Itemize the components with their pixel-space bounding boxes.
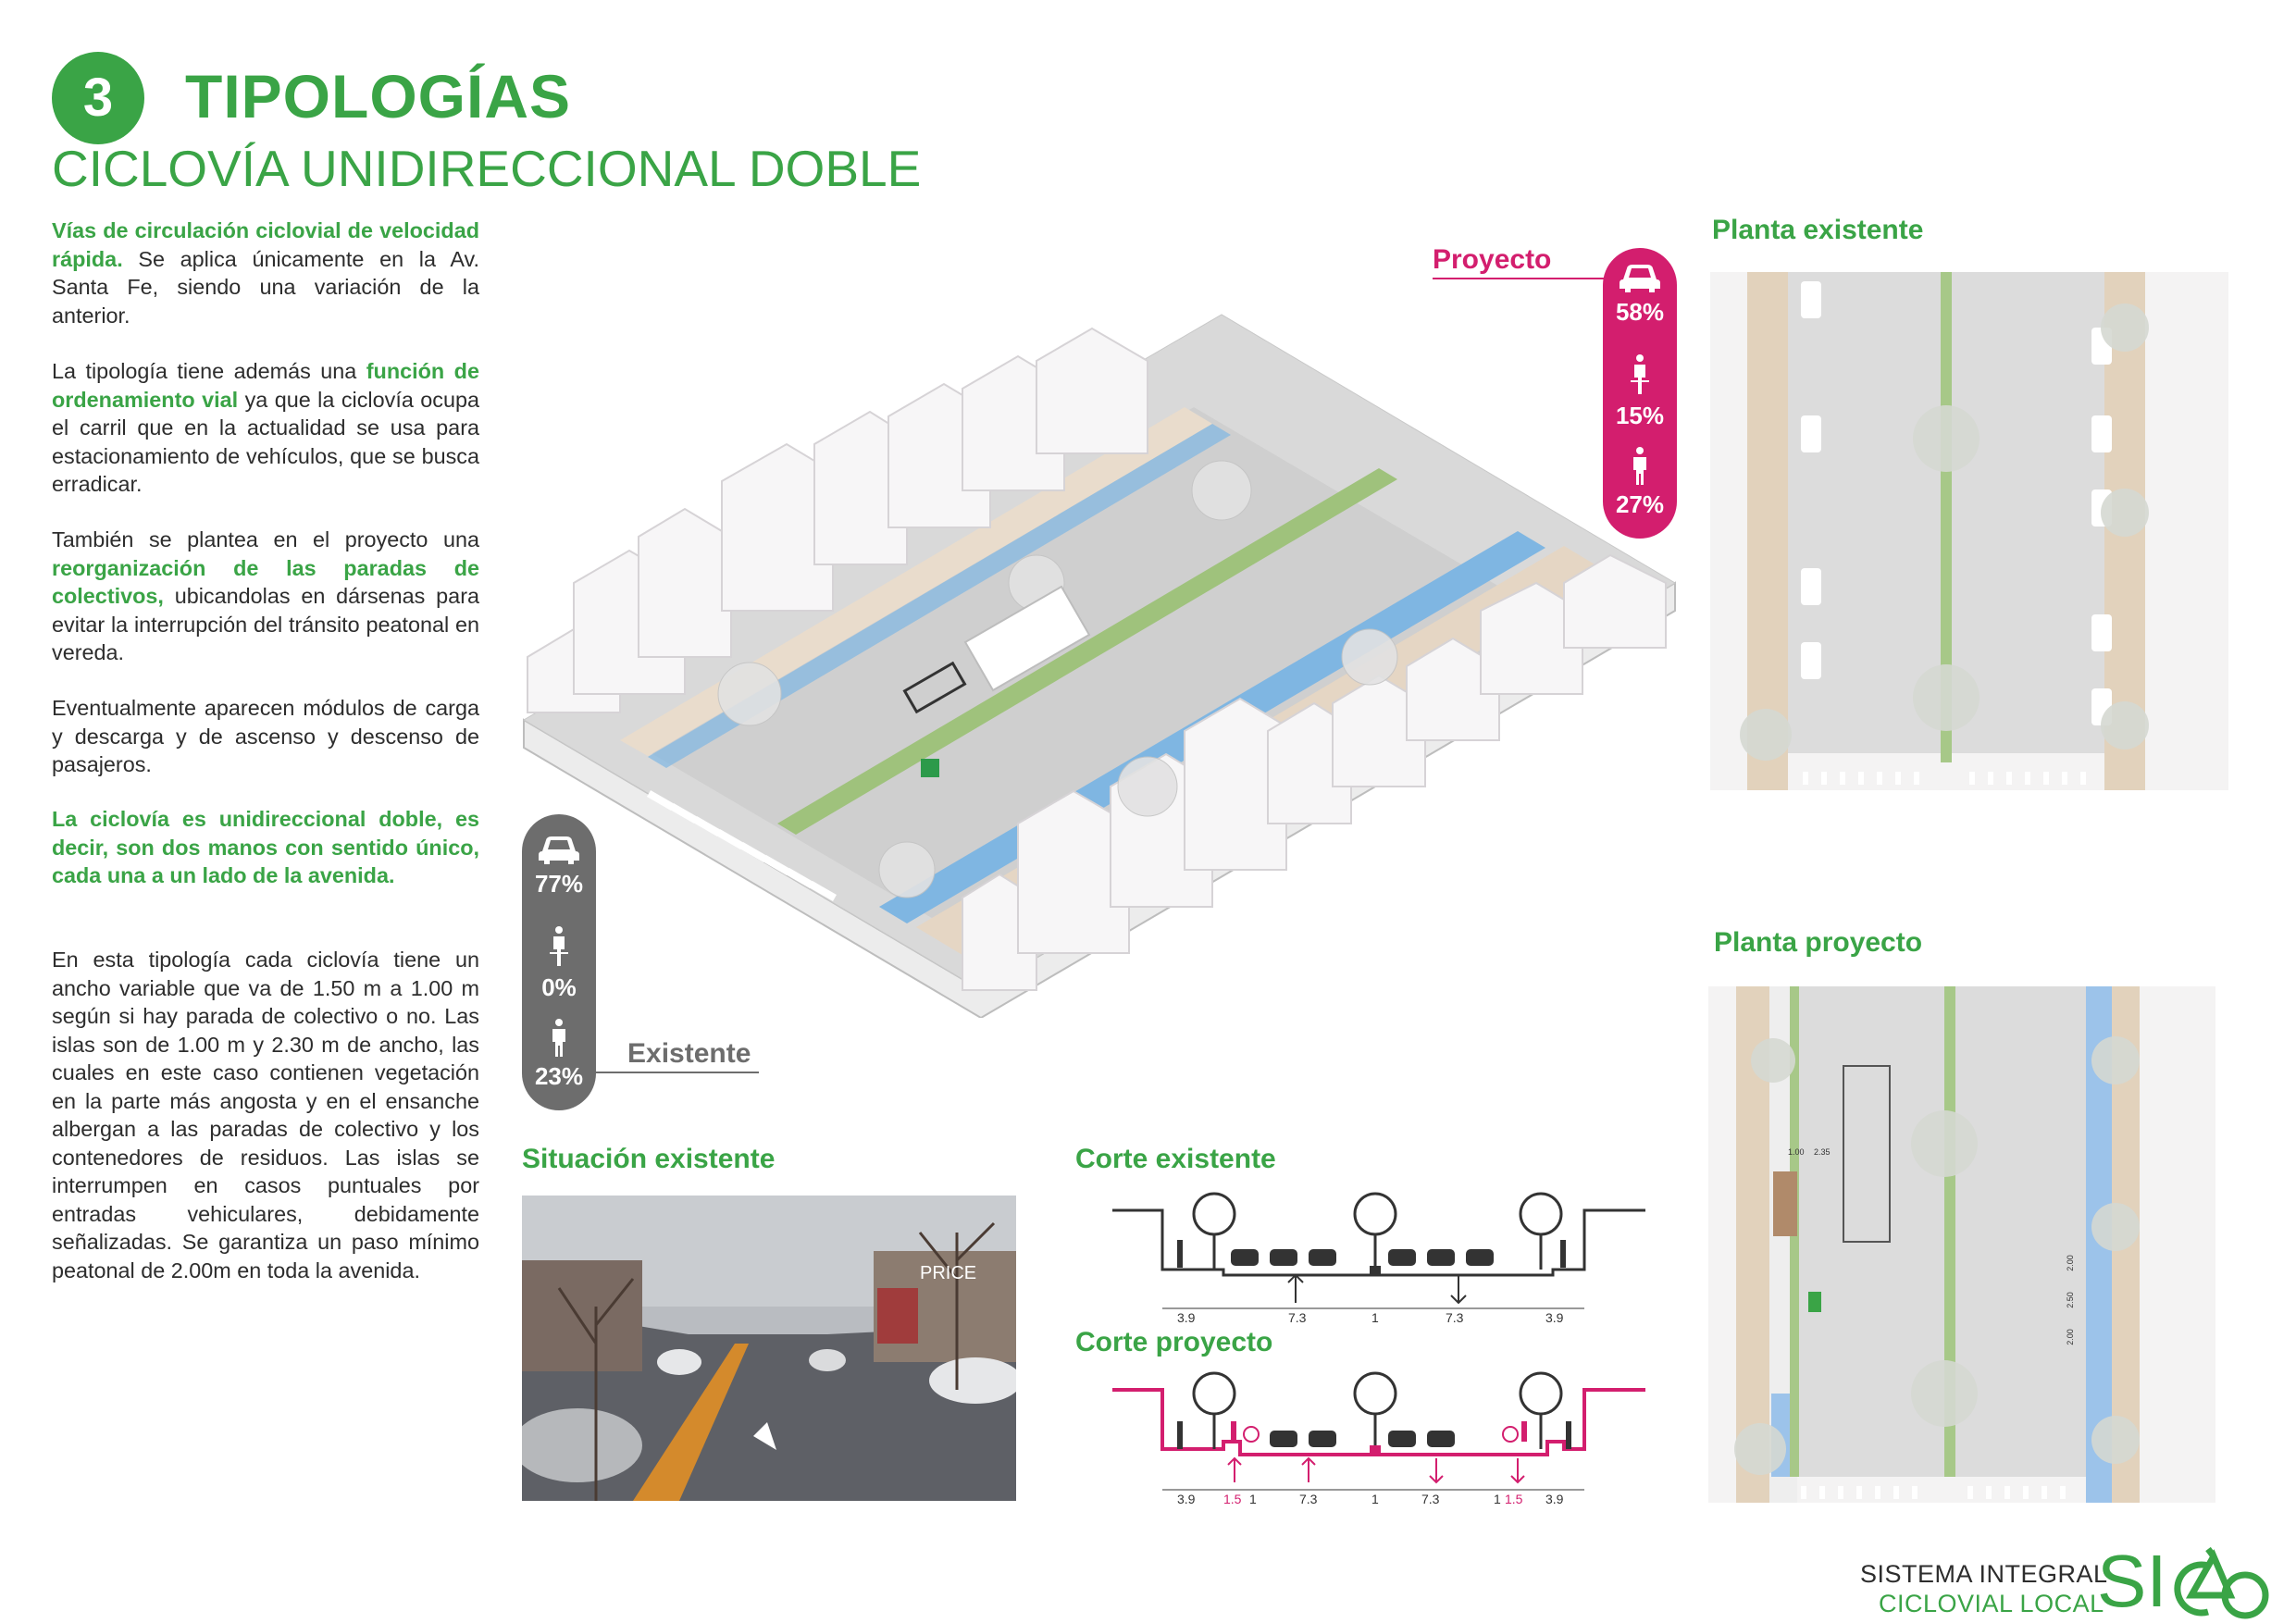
car-icon — [539, 836, 579, 864]
footer-line-2: CICLOVIAL LOCAL — [1879, 1590, 2104, 1617]
street-photo: PRICE — [522, 1196, 1016, 1501]
paragraph-2-text-b: ya que la ciclovía ocupa el carril que e… — [52, 387, 480, 497]
isometric-street-illustration — [523, 314, 1676, 1018]
planta-proyecto-dim-c: 2.00 — [2065, 1255, 2075, 1271]
cyclist-icon — [1631, 354, 1649, 394]
proyecto-bike-value: 15% — [1615, 402, 1665, 429]
situacion-existente-title: Situación existente — [522, 1144, 776, 1174]
corte-existente-dim-1: 3.9 — [1177, 1310, 1196, 1325]
sicl-logo-text: SI — [2097, 1540, 2167, 1622]
planta-proyecto-title: Planta proyecto — [1714, 927, 1923, 958]
pedestrian-icon — [1633, 447, 1646, 485]
page-subtitle: CICLOVÍA UNIDIRECCIONAL DOBLE — [52, 140, 922, 197]
cyclist-icon — [550, 926, 568, 966]
existente-bike-value: 0% — [541, 973, 577, 1001]
corte-proyecto-dim-4: 7.3 — [1299, 1492, 1318, 1506]
paragraph-3-bold: reorganización de las paradas de colecti… — [52, 555, 479, 609]
proyecto-modal-split: 58% 15% 27% — [1603, 248, 1677, 539]
corte-existente-section — [1112, 1192, 1645, 1309]
paragraph-4: Eventualmente aparecen módulos de carga … — [52, 696, 479, 776]
existente-label: Existente — [627, 1038, 751, 1069]
corte-existente-dim-3: 1 — [1371, 1310, 1379, 1325]
corte-proyecto-dim-9: 3.9 — [1545, 1492, 1564, 1506]
planta-proyecto-dim-d: 2.50 — [2065, 1292, 2075, 1308]
pedestrian-icon — [552, 1019, 565, 1057]
photo-sign-text: PRICE — [920, 1263, 976, 1283]
corte-existente-title: Corte existente — [1075, 1144, 1276, 1174]
paragraph-3-text-a: También se plantea en el proyecto una — [52, 527, 479, 551]
bus-shape — [1843, 1065, 1891, 1243]
paragraph-2: La tipología tiene además una función de… — [52, 357, 479, 499]
footer-line-1: SISTEMA INTEGRAL — [1860, 1560, 2108, 1588]
paragraph-1-bold: Vías de circulación ciclovial de velocid… — [52, 218, 479, 271]
page-title: TIPOLOGÍAS — [185, 62, 572, 130]
corte-proyecto-dim-7: 1 — [1494, 1492, 1501, 1506]
proyecto-label: Proyecto — [1433, 244, 1552, 275]
corte-proyecto-dim-6: 7.3 — [1421, 1492, 1440, 1506]
waste-container — [1808, 1292, 1821, 1312]
car-icon — [1620, 265, 1660, 292]
paragraph-3-text-b: ubicandolas en dársenas para evitar la i… — [52, 584, 479, 664]
planta-proyecto-dim-b: 2.35 — [1814, 1147, 1831, 1157]
corte-existente-dim-4: 7.3 — [1446, 1310, 1464, 1325]
paragraph-3: También se plantea en el proyecto una re… — [52, 526, 479, 667]
planta-existente-plan — [1710, 272, 2228, 790]
paragraph-6: En esta tipología cada ciclovía tiene un… — [52, 948, 479, 1282]
existente-walk-value: 23% — [534, 1062, 584, 1090]
paragraph-1: Vías de circulación ciclovial de velocid… — [52, 217, 479, 329]
proyecto-walk-value: 27% — [1615, 490, 1665, 518]
paragraph-2-bold: función de ordenamiento vial — [52, 359, 479, 412]
proyecto-walk-stat: 27% — [1603, 446, 1677, 539]
corte-proyecto-dim-5: 1 — [1371, 1492, 1379, 1506]
paragraph-1-text: Se aplica únicamente en la Av. Santa Fe,… — [52, 246, 479, 328]
existente-car-value: 77% — [534, 870, 584, 898]
paragraph-5: La ciclovía es unidireccional doble, es … — [52, 807, 479, 887]
existente-car-stat: 77% — [522, 833, 596, 925]
existente-modal-split: 77% 0% 23% — [522, 814, 596, 1110]
proyecto-bike-stat: 15% — [1603, 353, 1677, 446]
existente-bike-stat: 0% — [522, 925, 596, 1018]
corte-proyecto-dim-3: 1 — [1249, 1492, 1257, 1506]
corte-proyecto-dim-8: 1.5 — [1505, 1492, 1523, 1506]
existente-walk-stat: 23% — [522, 1018, 596, 1110]
bus-shelter — [1773, 1171, 1797, 1236]
corte-existente-dim-2: 7.3 — [1288, 1310, 1307, 1325]
planta-existente-title: Planta existente — [1712, 215, 1924, 245]
proyecto-car-stat: 58% — [1603, 261, 1677, 353]
corte-proyecto-title: Corte proyecto — [1075, 1327, 1273, 1357]
bicycle-logo-icon — [2174, 1547, 2269, 1619]
corte-proyecto-section — [1112, 1371, 1645, 1491]
section-number-badge: 3 — [52, 52, 144, 144]
corte-proyecto-dim-2: 1.5 — [1223, 1492, 1242, 1506]
corte-existente-dim-5: 3.9 — [1545, 1310, 1564, 1325]
proyecto-label-line — [1433, 278, 1605, 279]
existente-label-line — [596, 1072, 759, 1073]
planta-proyecto-dim-e: 2.00 — [2065, 1329, 2075, 1345]
corte-proyecto-dim-1: 3.9 — [1177, 1492, 1196, 1506]
proyecto-car-value: 58% — [1615, 298, 1665, 326]
planta-proyecto-plan — [1708, 986, 2215, 1503]
paragraph-2-text-a: La tipología tiene además una — [52, 359, 366, 383]
planta-proyecto-dim-a: 1.00 — [1788, 1147, 1805, 1157]
